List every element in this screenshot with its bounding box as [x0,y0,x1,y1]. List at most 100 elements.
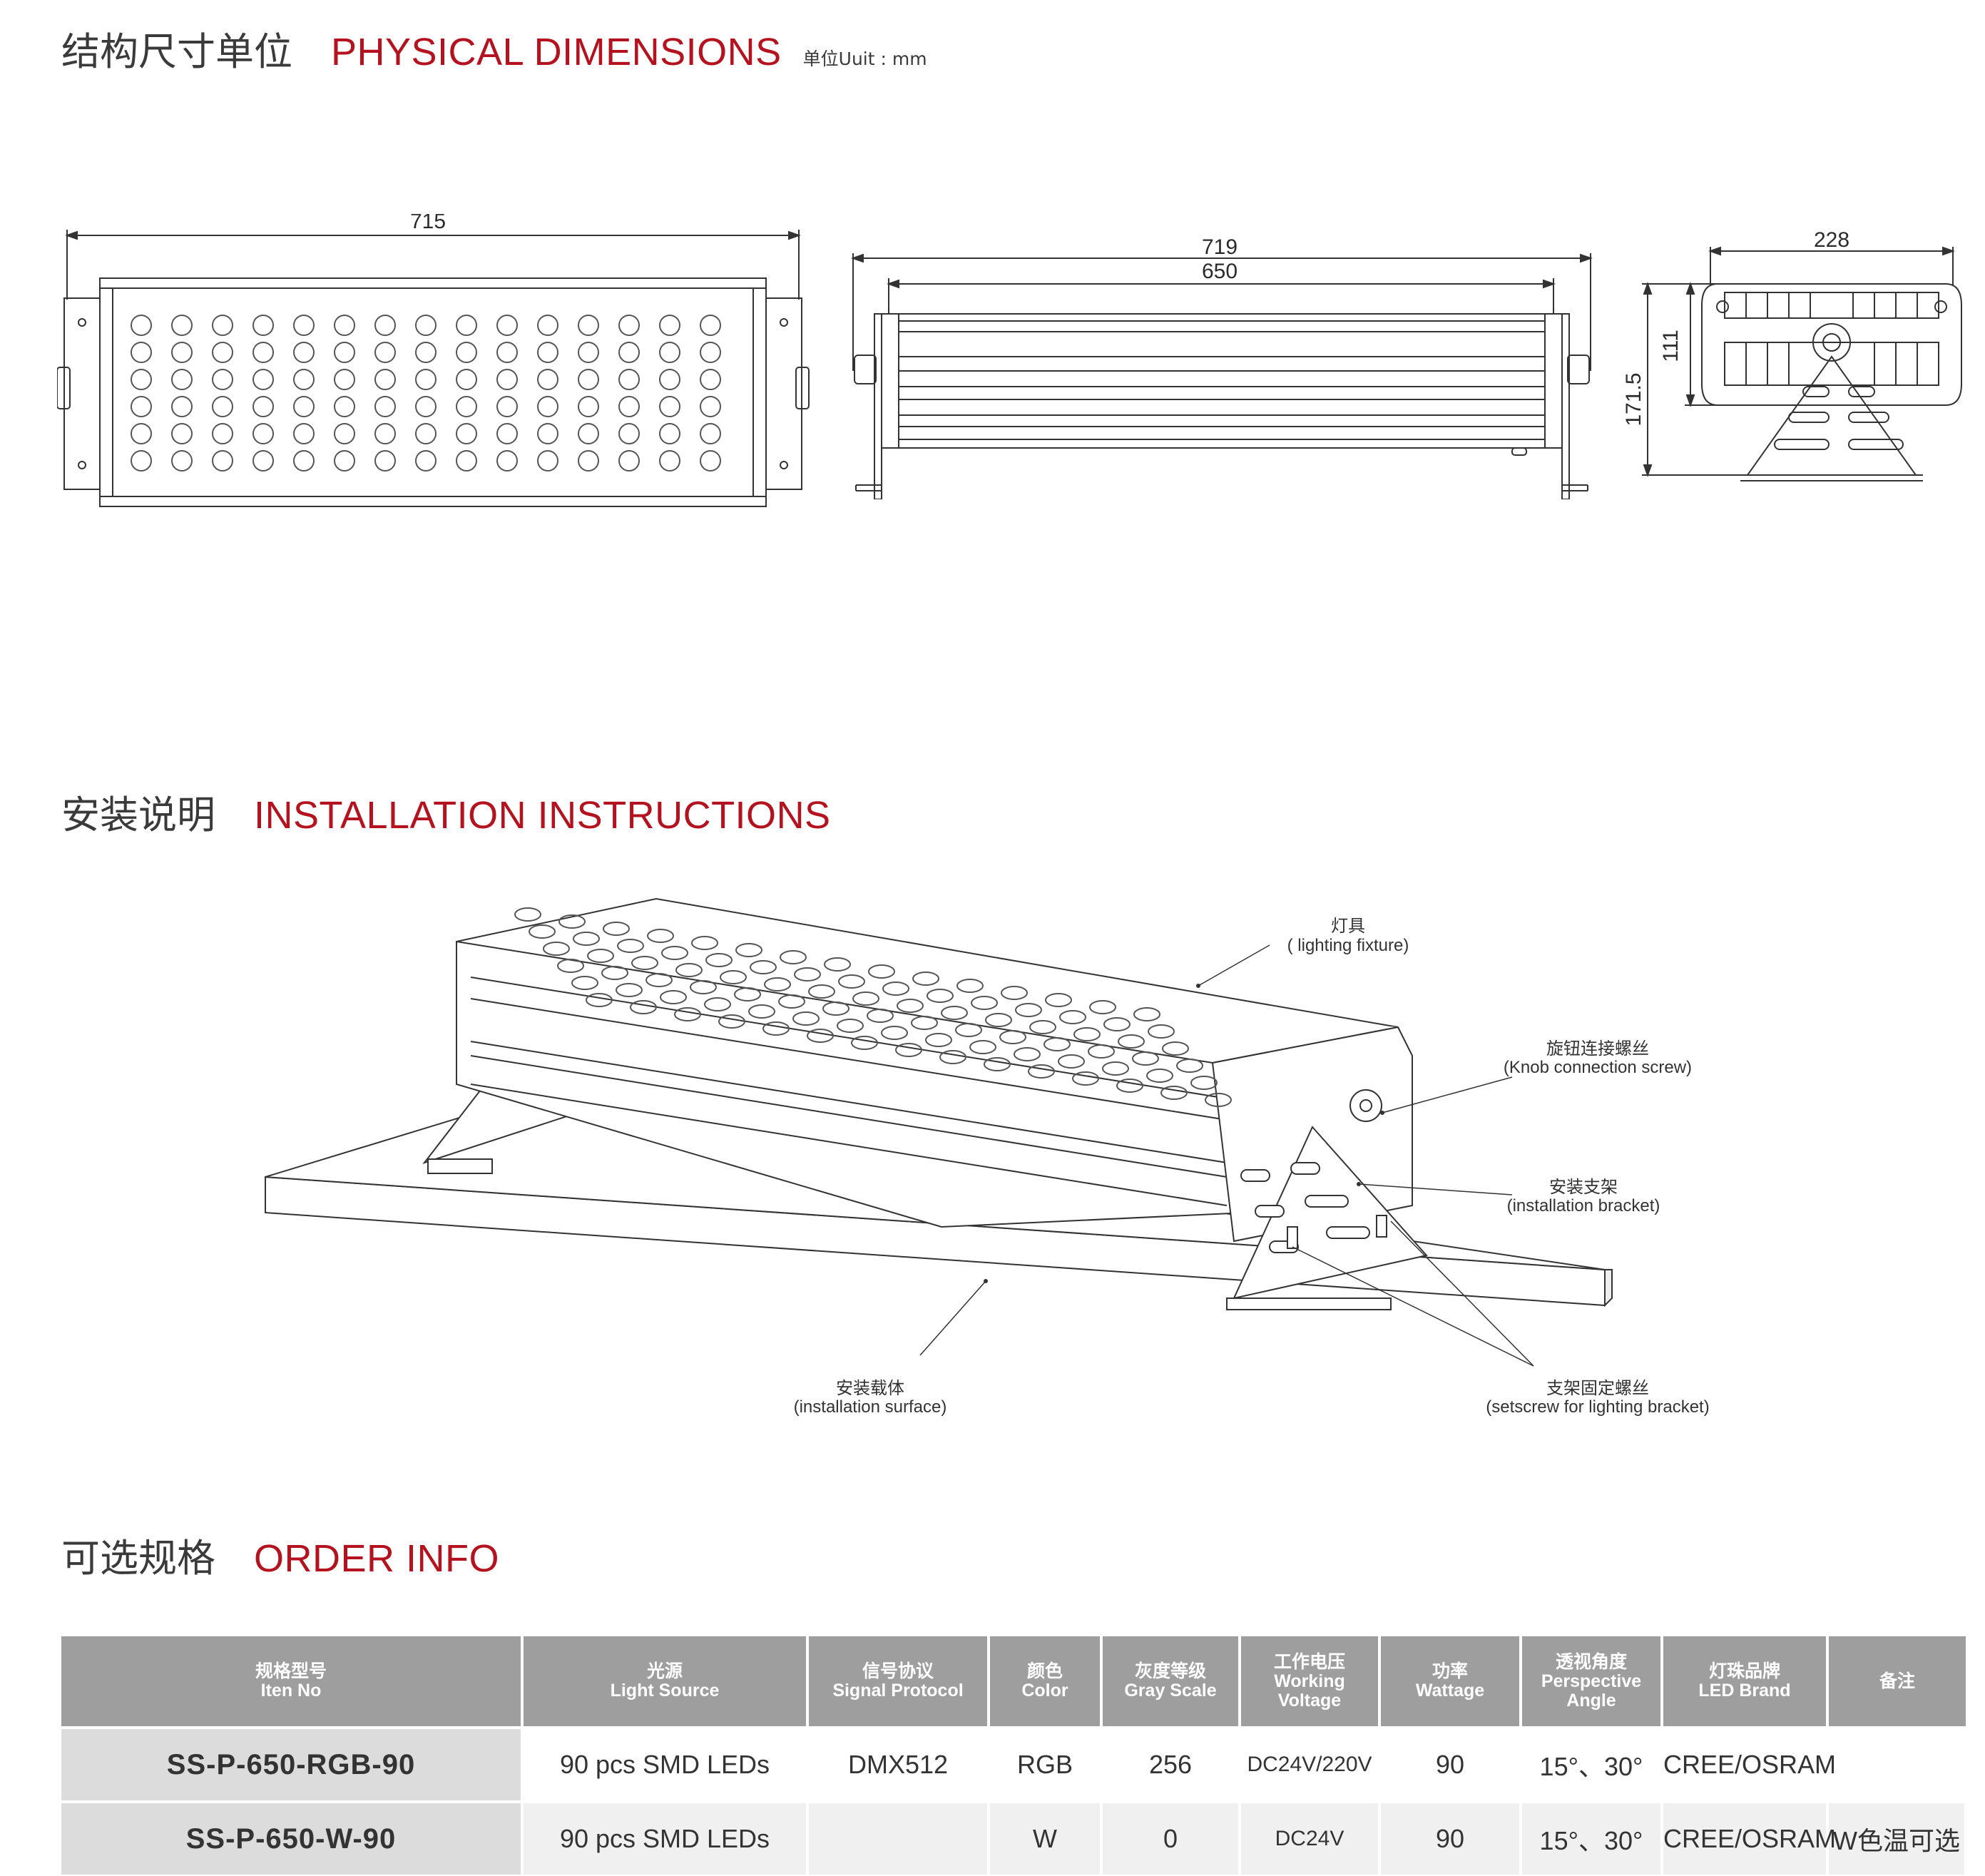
label-fixture-en: ( lighting fixture) [1287,936,1409,955]
led-ellipse [1001,986,1028,1000]
led-circle [212,315,233,336]
cell-light-source: 90 pcs SMD LEDs [522,1800,809,1875]
led-ellipse [1205,1093,1232,1107]
cell-perspective-angle: 15°、30° [1521,1726,1663,1802]
led-circle [618,369,640,390]
title-en: PHYSICAL DIMENSIONS [331,31,782,73]
led-ellipse [1116,1079,1143,1093]
led-circle [415,423,437,444]
led-circle [659,315,680,336]
led-ellipse [1190,1076,1218,1090]
cell-signal-protocol: DMX512 [807,1726,990,1802]
cell-working-voltage: DC24V [1240,1800,1381,1875]
led-circle [374,396,396,417]
table-row: SS-P-650-RGB-90 90 pcs SMD LEDs DMX512 R… [61,1726,1967,1802]
led-ellipse [939,1050,966,1064]
led-circle [537,369,558,390]
led-circle [415,342,437,363]
led-circle [171,450,193,471]
led-ellipse [956,979,984,993]
led-ellipse [750,960,777,974]
led-circle [578,315,599,336]
led-ellipse [838,974,865,989]
cell-color: RGB [989,1726,1103,1802]
led-ellipse [1028,1064,1055,1079]
led-circle [496,396,518,417]
cell-gray-scale: 0 [1101,1800,1241,1875]
led-circle [252,369,274,390]
led-ellipse [573,932,600,946]
led-ellipse [837,1019,864,1033]
led-ellipse [868,964,895,979]
label-surface-en: (installation surface) [794,1397,947,1417]
led-ellipse [705,953,733,967]
led-circle [212,369,233,390]
led-ellipse [616,983,643,997]
led-circle [131,450,152,471]
unit-note: 单位Uuit : mm [802,49,927,69]
led-circle [171,396,193,417]
led-circle [496,423,518,444]
led-ellipse [1146,1069,1173,1083]
label-surface-cn: 安装载体 [836,1379,904,1398]
led-ellipse [985,1013,1012,1027]
led-circle [700,423,721,444]
led-circle [212,450,233,471]
led-circle [578,396,599,417]
led-ellipse [941,1006,968,1020]
led-ellipse [764,977,791,991]
led-ellipse [925,1033,952,1047]
led-ellipse [529,924,556,939]
led-circle [659,369,680,390]
led-circle [618,396,640,417]
led-circle [456,396,477,417]
led-ellipse [645,973,673,987]
led-ellipse [911,1016,938,1030]
led-circle [700,369,721,390]
led-circle [415,369,437,390]
section-title-installation: 安装说明 INSTALLATION INSTRUCTIONS [61,783,831,840]
led-circle [171,342,193,363]
led-circle [131,315,152,336]
led-circle [252,450,274,471]
led-circle [171,369,193,390]
led-ellipse [807,1029,834,1043]
led-ellipse [647,929,674,943]
led-circle [293,342,315,363]
led-circle [700,315,721,336]
led-circle [659,423,680,444]
led-circle [252,396,274,417]
led-circle [252,423,274,444]
led-ellipse [631,956,658,970]
led-ellipse [1132,1051,1159,1066]
led-ellipse [617,939,644,953]
dim-side-inner: 650 [1202,260,1238,283]
led-ellipse [955,1023,982,1037]
led-circle [456,315,477,336]
led-circle [171,315,193,336]
led-circle [293,396,315,417]
led-ellipse [822,1001,849,1016]
label-knob-cn: 旋钮连接螺丝 [1546,1039,1649,1059]
led-circle [700,342,721,363]
led-ellipse [587,949,614,963]
led-circle [456,369,477,390]
led-ellipse [586,993,613,1007]
led-circle [456,423,477,444]
led-ellipse [778,994,805,1009]
title-cn: 结构尺寸单位 [61,29,292,74]
led-ellipse [927,989,954,1003]
dim-end-height-total: 171.5 [1622,372,1645,426]
led-ellipse [543,942,570,956]
label-bracket-cn: 安装支架 [1549,1178,1618,1197]
section-title-order: 可选规格 ORDER INFO [61,1526,499,1583]
led-ellipse [1102,1061,1129,1076]
cell-working-voltage: DC24V/220V [1240,1726,1381,1802]
title-cn: 可选规格 [61,1536,215,1581]
led-circle [293,315,315,336]
led-ellipse [720,970,747,984]
